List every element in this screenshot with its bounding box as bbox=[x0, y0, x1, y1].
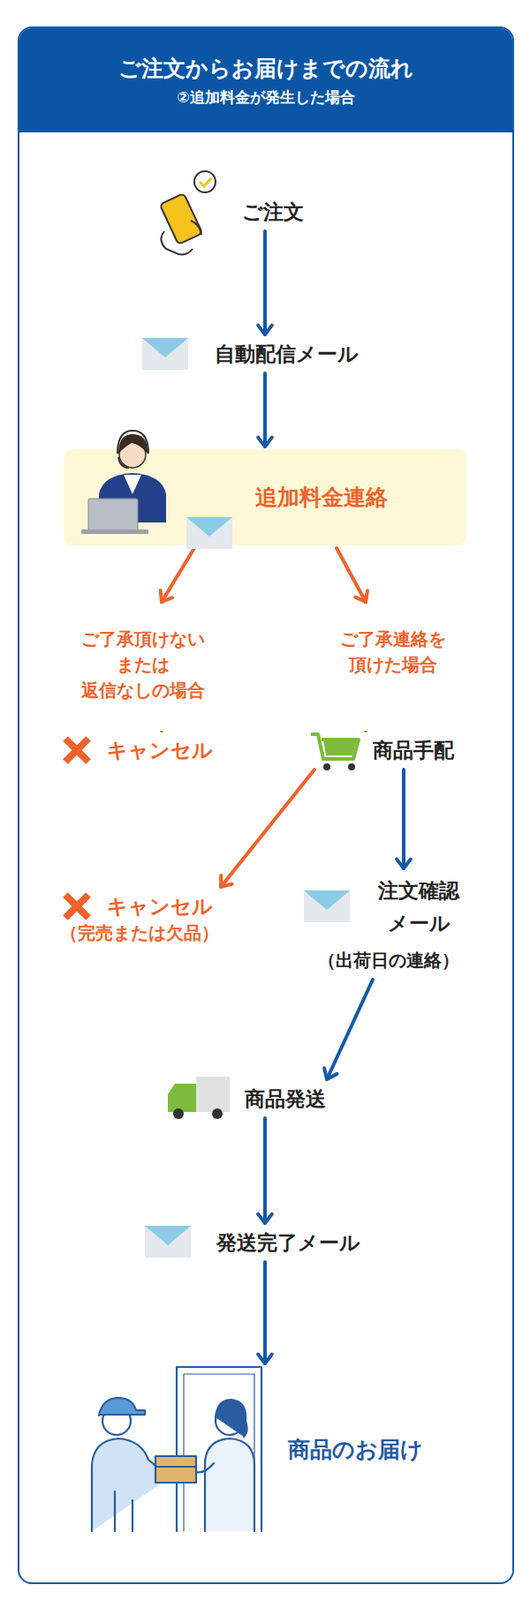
header-band: ご注文からお届けまでの流れ②追加料金が発生した場合 bbox=[19, 28, 513, 133]
node-text: （出荷日の連絡） bbox=[305, 947, 472, 975]
step-node: 商品のお届け bbox=[70, 1367, 429, 1536]
connector bbox=[257, 1119, 273, 1225]
cancel-mark bbox=[65, 895, 89, 919]
connector-line bbox=[263, 1263, 267, 1365]
diagram-title: ご注文からお届けまでの流れ bbox=[19, 28, 513, 84]
step-node: 発送完了メール bbox=[141, 1226, 366, 1261]
node-text: 発送完了メール bbox=[216, 1230, 361, 1257]
step-node: キャンセル bbox=[48, 734, 219, 768]
connector bbox=[396, 770, 411, 870]
connector-line bbox=[220, 770, 315, 888]
step-node: 商品手配 bbox=[307, 734, 460, 768]
truck-icon bbox=[167, 1077, 230, 1121]
arrow-head bbox=[257, 1215, 273, 1225]
connector-line bbox=[401, 770, 406, 870]
step-node: 自動配信メール bbox=[136, 337, 364, 371]
node-text: 商品手配 bbox=[372, 737, 455, 765]
arrow-head bbox=[257, 438, 273, 447]
node-text: （完売または欠品） bbox=[53, 920, 225, 947]
arrow-head bbox=[220, 876, 233, 888]
connector-line bbox=[326, 980, 373, 1081]
node-text: キャンセル bbox=[106, 737, 213, 765]
mail-icon bbox=[303, 891, 350, 924]
arrow-head bbox=[355, 590, 368, 603]
arrow-head bbox=[257, 1355, 273, 1365]
node-text: キャンセル bbox=[53, 893, 225, 921]
highlight-box: 追加料金連絡 bbox=[63, 449, 467, 546]
connector bbox=[324, 980, 373, 1081]
step-node: ご注文 bbox=[148, 195, 310, 229]
node-text: ご注文 bbox=[242, 198, 304, 226]
connector-line bbox=[263, 1119, 267, 1225]
arrow-head bbox=[257, 325, 273, 335]
mail-icon bbox=[186, 517, 233, 550]
operator-illustration bbox=[63, 414, 467, 547]
arrow-head bbox=[324, 1068, 337, 1081]
edge-label: ご了承連絡を 頂けた場合 bbox=[318, 604, 469, 732]
mail-icon bbox=[142, 338, 189, 371]
connector bbox=[257, 373, 273, 447]
node-text: 追加料金連絡 bbox=[255, 484, 388, 512]
arrow-head bbox=[396, 860, 411, 870]
edge-label: ご了承頂けない または 返信なしの場合 bbox=[68, 604, 219, 732]
mail-icon bbox=[144, 1226, 191, 1259]
node-text: 商品のお届け bbox=[287, 1438, 424, 1465]
connector bbox=[220, 770, 315, 888]
connector-line bbox=[263, 373, 267, 447]
cancel-mark bbox=[65, 739, 89, 763]
subtitle-label: ②追加料金が発生した場合 bbox=[19, 86, 513, 108]
node-text: 自動配信メール bbox=[214, 340, 359, 368]
node-text: 注文確認 メール bbox=[370, 875, 468, 941]
connector bbox=[257, 231, 273, 335]
cart-icon bbox=[310, 734, 359, 772]
step-node: 商品発送 bbox=[166, 1082, 332, 1117]
connector-line bbox=[263, 231, 267, 335]
delivery-illustration bbox=[91, 1368, 262, 1533]
node-text: 商品発送 bbox=[244, 1086, 326, 1113]
phone-icon bbox=[159, 171, 216, 255]
step-node: 注文確認 メール （出荷日の連絡） bbox=[300, 871, 477, 978]
arrow-head bbox=[160, 590, 173, 603]
connector bbox=[257, 1263, 273, 1365]
step-node: キャンセル（完売または欠品） bbox=[48, 890, 230, 951]
